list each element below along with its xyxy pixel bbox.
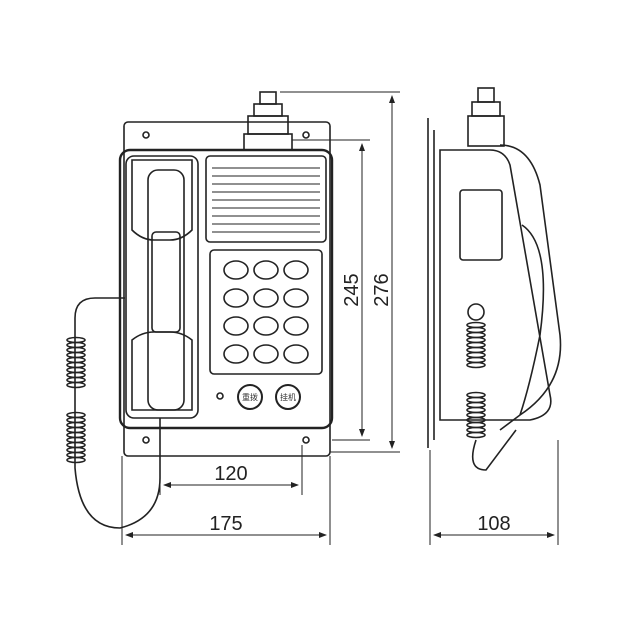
keypad-key bbox=[223, 260, 249, 280]
keypad-key bbox=[253, 316, 279, 336]
keypad-key bbox=[283, 316, 309, 336]
hangup-button: 挂机 bbox=[275, 384, 301, 410]
keypad-panel bbox=[209, 249, 323, 375]
front-view: 重拨 挂机 bbox=[66, 91, 334, 529]
dimension-lines bbox=[121, 91, 559, 545]
keypad-key bbox=[223, 288, 249, 308]
keypad-key bbox=[253, 260, 279, 280]
handset bbox=[125, 155, 199, 419]
dim-276: 276 bbox=[371, 273, 393, 306]
keypad bbox=[223, 260, 309, 364]
coiled-cord bbox=[66, 297, 161, 529]
dim-245: 245 bbox=[341, 273, 363, 306]
cord-coil bbox=[66, 381, 86, 389]
dim-175: 175 bbox=[209, 513, 242, 535]
cord-coil bbox=[466, 361, 486, 369]
hangup-label: 挂机 bbox=[280, 392, 296, 402]
side-view bbox=[427, 87, 562, 471]
cord-coil bbox=[466, 431, 486, 439]
cable-gland bbox=[243, 91, 293, 151]
keypad-key bbox=[283, 344, 309, 364]
keypad-key bbox=[283, 260, 309, 280]
speaker-grille bbox=[205, 155, 327, 243]
keypad-key bbox=[223, 316, 249, 336]
redial-label: 重拨 bbox=[242, 392, 258, 402]
dim-120: 120 bbox=[214, 463, 247, 485]
keypad-key bbox=[283, 288, 309, 308]
dim-108: 108 bbox=[477, 513, 510, 535]
phone-body bbox=[118, 148, 334, 430]
keypad-key bbox=[253, 344, 279, 364]
keypad-key bbox=[223, 344, 249, 364]
redial-button: 重拨 bbox=[237, 384, 263, 410]
mounting-plate bbox=[123, 121, 331, 457]
cord-coil bbox=[66, 456, 86, 464]
keypad-key bbox=[253, 288, 279, 308]
